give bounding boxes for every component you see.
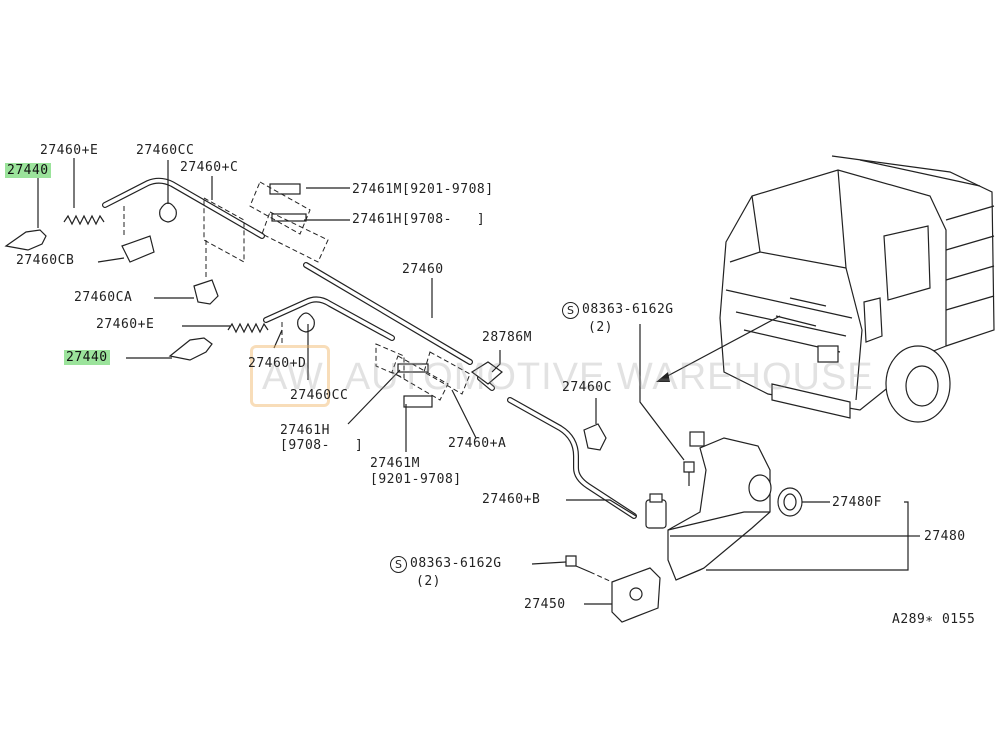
label-27460CC-top[interactable]: 27460CC [136, 143, 195, 158]
label-27460C-right[interactable]: 27460C [562, 380, 612, 395]
check-valve-27461M-top [269, 183, 301, 195]
label-27461H-mid[interactable]: 27461H [280, 423, 330, 438]
bolt-08363-top [683, 461, 695, 473]
label-27460C-top[interactable]: 27460+C [180, 160, 239, 175]
upper-nozzle-27440 [4, 229, 47, 251]
label-27460A[interactable]: 27460+A [448, 436, 507, 451]
middle-hose-assembly [168, 296, 471, 408]
clip-27460CB-shape [121, 235, 155, 263]
label-27460E-mid[interactable]: 27460+E [96, 317, 155, 332]
tank-bracket [689, 431, 705, 447]
screw-symbol-icon: S [562, 302, 579, 319]
label-27440-top[interactable]: 27440 [5, 163, 51, 178]
middle-nozzle-27440 [168, 337, 213, 361]
label-27461H-top[interactable]: 27461H[9708- ] [352, 212, 486, 227]
label-08363-top-qty: (2) [588, 320, 613, 335]
label-27460B[interactable]: 27460+B [482, 492, 541, 507]
clamp-27460CC-mid-shape [297, 312, 315, 333]
label-27460CB[interactable]: 27460CB [16, 253, 75, 268]
label-27460CA[interactable]: 27460CA [74, 290, 133, 305]
label-27461H-mid-range: [9708- ] [280, 438, 364, 453]
label-27480[interactable]: 27480 [924, 529, 966, 544]
label-27461M-top[interactable]: 27461M[9201-9708] [352, 182, 494, 197]
label-27450[interactable]: 27450 [524, 597, 566, 612]
screw-symbol-icon: S [390, 556, 407, 573]
clamp-27460CC-top-shape [159, 202, 177, 223]
watermark-logo-box [250, 345, 330, 407]
leader-lines [37, 158, 920, 605]
label-27460D[interactable]: 27460+D [248, 356, 307, 371]
label-08363-bottom-qty: (2) [416, 574, 441, 589]
washer-tank-27480 [645, 431, 803, 581]
clip-27460C-shape [583, 423, 607, 451]
label-27440-mid[interactable]: 27440 [64, 350, 110, 365]
label-27480F[interactable]: 27480F [832, 495, 882, 510]
label-27461M-mid-range: [9201-9708] [370, 472, 462, 487]
connector-27461H-top [271, 213, 307, 222]
watermark-text: AW AUTOMOTIVE WAREHOUSE [262, 356, 874, 398]
label-08363-bottom: 08363-6162G [410, 556, 502, 571]
label-08363-top: 08363-6162G [582, 302, 674, 317]
label-27460[interactable]: 27460 [402, 262, 444, 277]
diagram-code: A289∗ 0155 [892, 612, 976, 627]
clip-27460CA-shape [193, 279, 219, 305]
check-valve-27461M-mid [403, 395, 433, 408]
label-27460E-top[interactable]: 27460+E [40, 143, 99, 158]
label-27461M-mid[interactable]: 27461M [370, 456, 420, 471]
bracket-27450 [565, 555, 661, 623]
joint-28786M [470, 361, 503, 385]
label-27460CC-mid[interactable]: 27460CC [290, 388, 349, 403]
washer-pump [645, 499, 667, 529]
label-28786M[interactable]: 28786M [482, 330, 532, 345]
truck-illustration [719, 155, 995, 423]
bolt-08363-bottom [565, 555, 577, 567]
